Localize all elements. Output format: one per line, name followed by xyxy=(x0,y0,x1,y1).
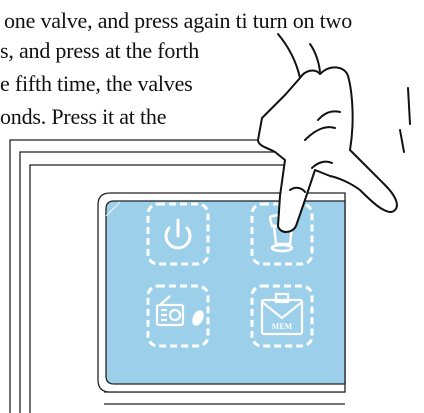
touch-screen xyxy=(98,193,345,392)
memory-label: MEM xyxy=(272,322,293,331)
